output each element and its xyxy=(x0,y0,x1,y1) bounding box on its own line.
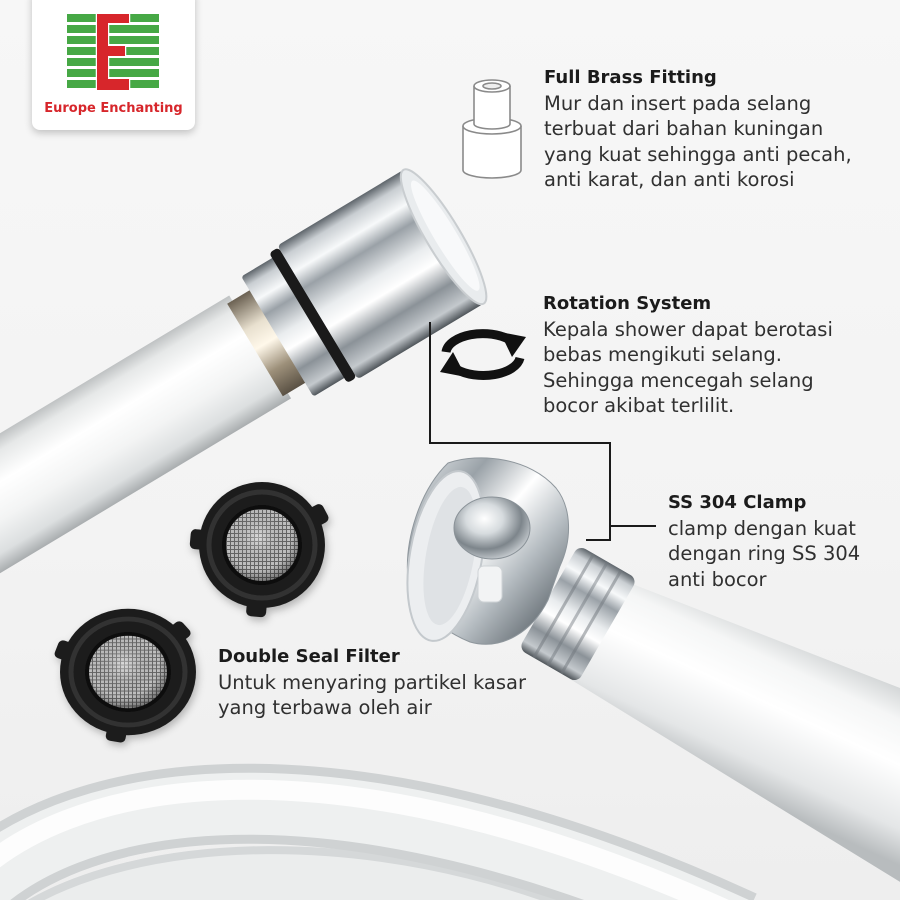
seal-filter-washer-1 xyxy=(189,482,329,618)
nut-white-cap xyxy=(411,180,480,291)
nut-step xyxy=(242,253,354,396)
elbow-swivel-barrel xyxy=(453,496,531,560)
europe-enchanting-e-logo xyxy=(67,14,159,92)
brass-fitting-icon xyxy=(462,79,522,179)
brand-name: Europe Enchanting xyxy=(44,101,183,116)
feature-description-line: terbuat dari bahan kuningan xyxy=(544,117,824,140)
brass-insert xyxy=(227,286,312,397)
feature-title: SS 304 Clamp xyxy=(668,492,807,513)
feature-ss304-clamp: SS 304 Clamp clamp dengan kuat dengan ri… xyxy=(668,490,860,592)
elbow-plastic-insert xyxy=(477,565,503,603)
feature-description-line: anti karat, dan anti korosi xyxy=(544,168,795,191)
feature-description-line: Sehingga mencegah selang xyxy=(543,368,814,392)
feature-title: Rotation System xyxy=(543,293,712,314)
seal-filter-washer-2 xyxy=(54,608,196,743)
hose-top-tube xyxy=(0,295,292,721)
feature-description-line: Kepala shower dapat berotasi xyxy=(543,317,833,341)
hose-coil-bottom xyxy=(0,763,757,900)
feature-description-line: clamp dengan kuat xyxy=(668,516,856,540)
rotation-arrows-icon xyxy=(440,329,526,380)
feature-description-line: yang terbawa oleh air xyxy=(218,696,432,719)
feature-double-seal-filter: Double Seal Filter Untuk menyaring parti… xyxy=(218,644,526,721)
hose-right-assembly xyxy=(406,457,900,882)
feature-description-line: anti bocor xyxy=(668,567,767,591)
feature-description-line: Mur dan insert pada selang xyxy=(544,91,812,115)
feature-description-line: Untuk menyaring partikel kasar xyxy=(218,670,526,694)
hose-top-assembly xyxy=(0,168,488,721)
ss304-clamp-sleeve xyxy=(521,547,635,681)
feature-description-line: bebas mengikuti selang. xyxy=(543,343,782,366)
feature-title: Double Seal Filter xyxy=(218,646,400,667)
feature-title: Full Brass Fitting xyxy=(544,67,717,88)
feature-description-line: yang kuat sehingga anti pecah, xyxy=(544,142,852,166)
feature-description-line: bocor akibat terlilit. xyxy=(543,394,735,417)
clamp-callout-line xyxy=(429,322,611,541)
feature-full-brass-fitting: Full Brass Fitting Mur dan insert pada s… xyxy=(544,65,852,193)
hose-right-tube xyxy=(552,576,900,882)
o-ring xyxy=(270,248,356,382)
callout-lines xyxy=(429,322,656,541)
feature-rotation-system: Rotation System Kepala shower dapat bero… xyxy=(543,291,833,419)
brand-logo-card: Europe Enchanting xyxy=(32,0,195,130)
logo-red-e xyxy=(95,14,131,92)
feature-description-line: dengan ring SS 304 xyxy=(668,542,861,565)
